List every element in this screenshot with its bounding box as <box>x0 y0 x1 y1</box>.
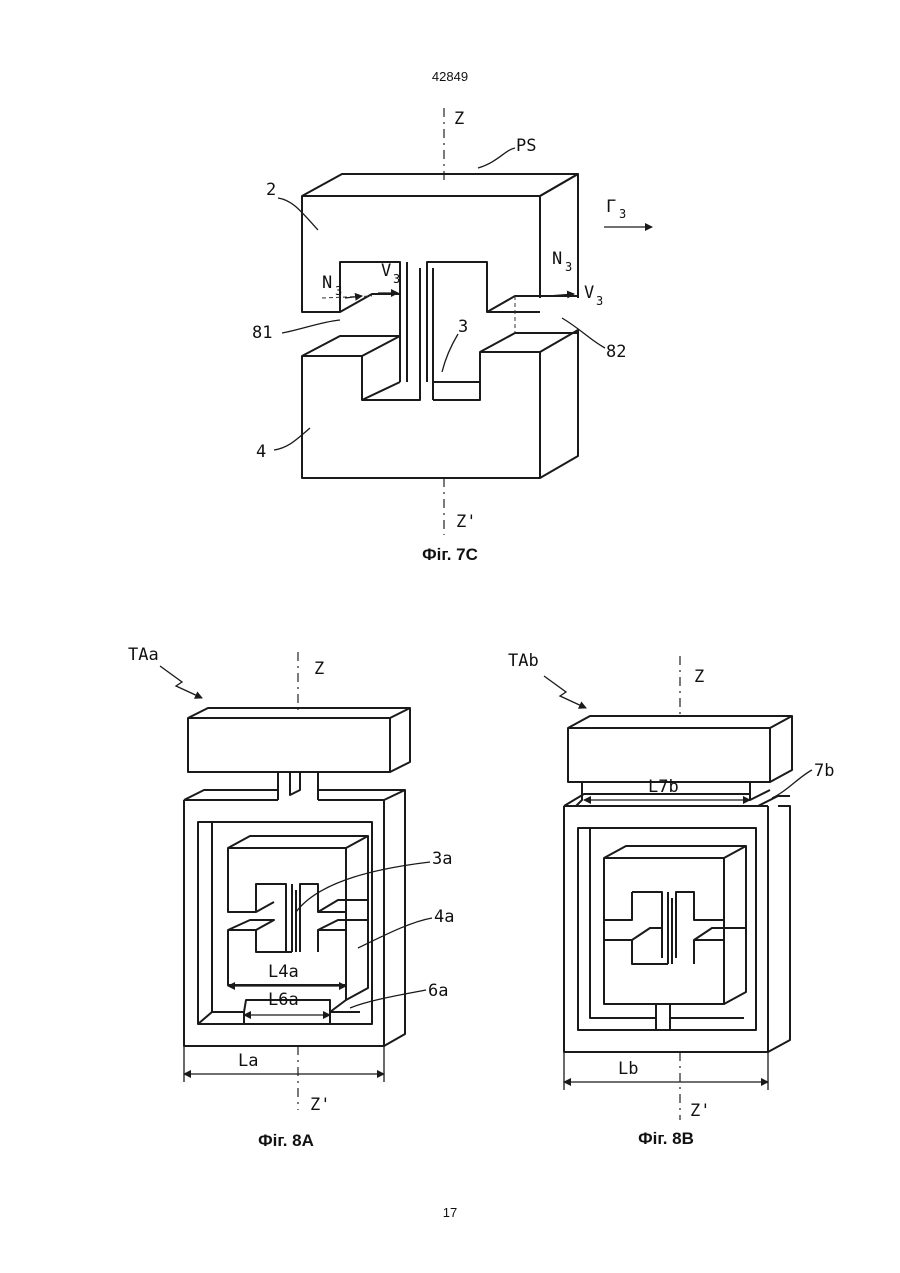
label-7b: 7b <box>814 761 834 781</box>
leader-3a <box>296 862 430 912</box>
label-81: 81 <box>252 323 272 343</box>
figure-8a: TAa Z Z' 3a 4a 6a L4a L6a La Фіг. 8А <box>128 645 454 1150</box>
label-z-top-8a: Z <box>314 659 324 679</box>
page-number-bottom: 17 <box>0 1205 900 1220</box>
caption-fig-8b: Фіг. 8В <box>638 1129 694 1148</box>
label-z-top-8b: Z <box>694 667 704 687</box>
label-lb: Lb <box>618 1059 638 1079</box>
caption-fig-7c: Фіг. 7С <box>422 545 478 564</box>
arrow-tab <box>544 676 586 708</box>
label-n3-right: N <box>552 249 562 269</box>
leader-4 <box>274 428 310 450</box>
inner-block-8b <box>604 846 746 1018</box>
leader-2 <box>278 198 318 230</box>
label-z-bottom-8b: Z' <box>690 1101 710 1121</box>
label-l4a: L4a <box>268 962 299 982</box>
neck-8a <box>278 772 318 800</box>
label-82: 82 <box>606 342 626 362</box>
leader-3 <box>442 334 458 372</box>
label-v3-right: V <box>584 283 594 303</box>
leader-ps <box>478 148 515 168</box>
label-4: 4 <box>256 442 266 462</box>
figure-8b: TAb Z Z' 7b L7b Lb Фіг. 8В <box>508 651 834 1148</box>
label-n3-right-sub: 3 <box>565 260 572 274</box>
label-n3-left: N <box>322 273 332 293</box>
label-2: 2 <box>266 180 276 200</box>
beam-3 <box>407 262 433 400</box>
lower-block-4 <box>302 330 578 478</box>
label-z-bottom: Z' <box>456 512 476 532</box>
label-z-top: Z <box>454 109 464 129</box>
leader-4a <box>358 918 432 948</box>
figure-7c: Z Z' PS 2 4 3 81 82 Γ 3 N 3 V 3 N 3 V 3 … <box>252 108 652 564</box>
leader-81 <box>282 320 340 333</box>
label-gamma-sub: 3 <box>619 207 626 221</box>
label-3: 3 <box>458 317 468 337</box>
leader-7b <box>772 770 812 798</box>
label-l7b: L7b <box>648 777 679 797</box>
arrow-taa <box>160 666 202 698</box>
label-v3-left-sub: 3 <box>393 272 400 286</box>
top-bar-8b <box>568 716 792 782</box>
label-taa: TAa <box>128 645 159 665</box>
label-6a: 6a <box>428 981 448 1001</box>
label-ps: PS <box>516 136 536 156</box>
label-4a: 4a <box>434 907 454 927</box>
top-bar-8a <box>188 708 410 772</box>
label-gamma: Γ <box>606 197 616 217</box>
label-3a: 3a <box>432 849 452 869</box>
label-tab: TAb <box>508 651 539 671</box>
label-v3-left: V <box>381 261 391 281</box>
upper-block-2 <box>302 174 578 382</box>
label-z-bottom-8a: Z' <box>310 1095 330 1115</box>
label-l6a: L6a <box>268 990 299 1010</box>
label-v3-right-sub: 3 <box>596 294 603 308</box>
caption-fig-8a: Фіг. 8А <box>258 1131 314 1150</box>
label-n3-left-sub: 3 <box>335 284 342 298</box>
label-la: La <box>238 1051 258 1071</box>
